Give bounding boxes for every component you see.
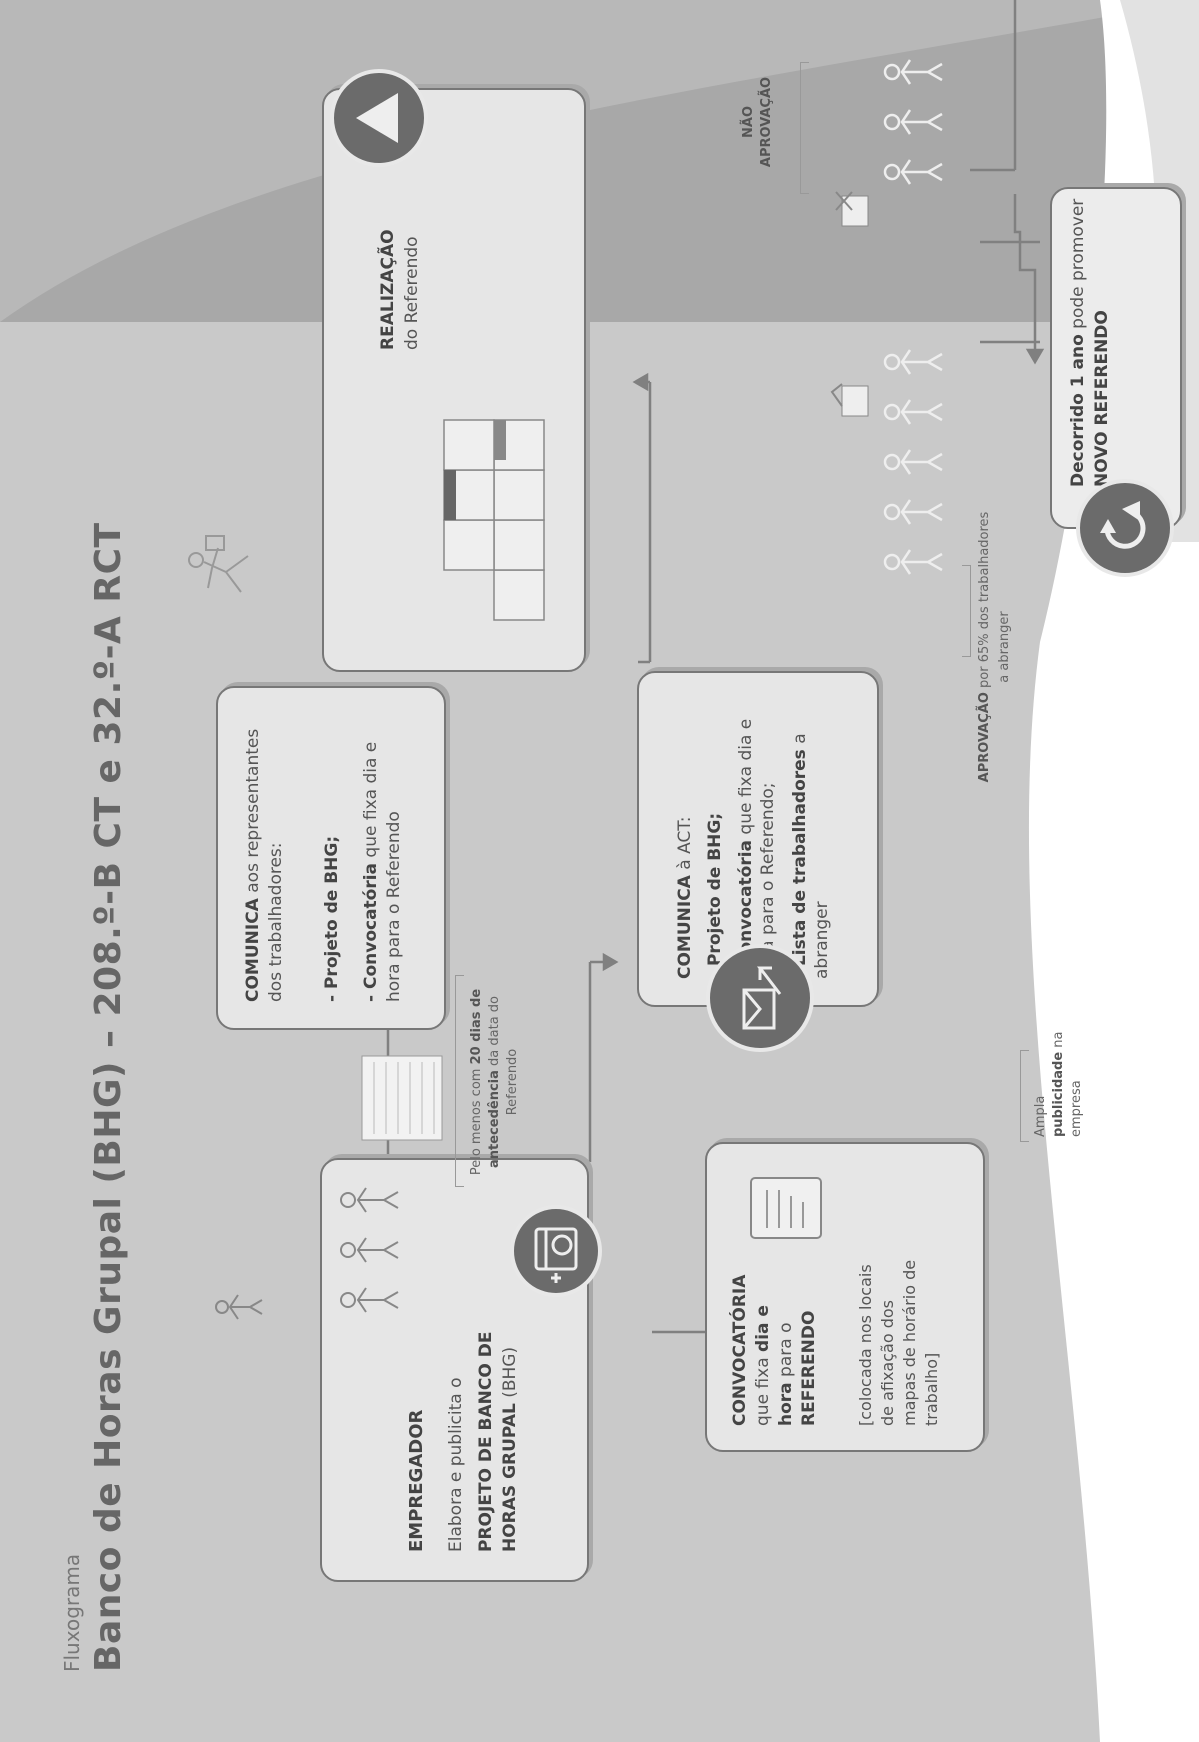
renew-icon	[1076, 479, 1174, 577]
aprovacao-bold: APROVAÇÃO	[977, 692, 992, 783]
realizacao-bold: REALIZAÇÃO	[378, 229, 398, 350]
send-mail-icon	[706, 944, 814, 1052]
antecedencia-pre: Pelo menos com	[469, 1068, 484, 1176]
ballot-boxes-icon	[434, 390, 568, 630]
comunica-rep-item1: - Projeto de BHG;	[322, 835, 342, 1002]
decorrido-bold2: NOVO REFERENDO	[1092, 310, 1112, 487]
nao-aprovacao-line2: APROVAÇÃO	[759, 76, 774, 168]
nao-aprovacao-note: NÃO APROVAÇÃO	[740, 62, 776, 182]
page-title: Banco de Horas Grupal (BHG) – 208.º-B CT…	[88, 522, 129, 1672]
lone-person-icon	[214, 1292, 268, 1322]
vote-down-icon	[828, 182, 882, 232]
nao-aprovacao-bracket	[800, 62, 809, 194]
realizacao-tail: do Referendo	[402, 236, 422, 350]
people-icon	[336, 1170, 410, 1320]
empregador-box: EMPREGADOR Elabora e publicita o PROJETO…	[320, 1158, 589, 1582]
decorrido-box: Decorrido 1 ano pode promover NOVO REFER…	[1050, 187, 1182, 529]
vote-up-icon	[828, 372, 882, 422]
comunica-rep-lead: COMUNICA	[243, 898, 263, 1002]
comunica-representantes-box: COMUNICA aos representantes dos trabalha…	[216, 686, 446, 1030]
comunica-act-tail: à ACT:	[675, 816, 695, 870]
convocatoria-t1: que fixa	[753, 1357, 773, 1426]
publicidade-note: Ampla publicidade na empresa	[1032, 1027, 1086, 1137]
decorrido-t1: pode promover	[1068, 198, 1088, 329]
subtitle: Fluxograma	[60, 1553, 84, 1672]
convocatoria-note: [colocada nos locais de afixação dos map…	[856, 1259, 941, 1426]
aprovacao-note: APROVAÇÃO por 65% dos trabalhadores a ab…	[975, 507, 1015, 787]
comunica-rep-item2: - Convocatória	[361, 862, 381, 1002]
running-person-icon	[186, 532, 260, 612]
connector-lines	[378, 0, 1045, 1334]
aprovacao-tail: por 65% dos trabalhadores a abranger	[977, 511, 1012, 688]
empregador-bhg: (BHG)	[500, 1346, 520, 1398]
empregador-heading: EMPREGADOR	[406, 1409, 427, 1552]
approving-people-icon	[880, 222, 974, 582]
comunica-act-item3: - Lista de trabalhadores	[790, 749, 810, 979]
convocatoria-bold1: CONVOCATÓRIA	[730, 1274, 750, 1426]
antecedencia-note: Pelo menos com 20 dias de antecedência d…	[468, 982, 522, 1182]
rejecting-people-icon	[880, 22, 974, 192]
decorrido-bold1: Decorrido 1 ano	[1068, 334, 1088, 487]
convocatoria-bold3: REFERENDO	[799, 1310, 819, 1426]
publicidade-pre: Ampla	[1033, 1095, 1048, 1137]
nao-aprovacao-line1: NÃO	[741, 106, 756, 138]
realizacao-box: REALIZAÇÃO do Referendo	[322, 88, 586, 672]
aprovacao-bracket	[962, 565, 971, 657]
publicidade-bold: publicidade	[1051, 1051, 1066, 1137]
publicidade-bracket	[1020, 1050, 1029, 1142]
schedule-sheet-icon	[360, 1052, 449, 1142]
convocatoria-box: CONVOCATÓRIA que fixa dia e hora para o …	[705, 1142, 985, 1452]
comunica-act-lead: COMUNICA	[675, 875, 695, 979]
convocatoria-t2: para o	[776, 1322, 796, 1377]
calendar-plus-icon	[510, 1205, 602, 1297]
antecedencia-bracket	[455, 975, 464, 1187]
document-icon	[747, 1170, 831, 1242]
alert-triangle-icon	[330, 69, 428, 167]
empregador-line1: Elabora e publicita o	[446, 1377, 466, 1552]
